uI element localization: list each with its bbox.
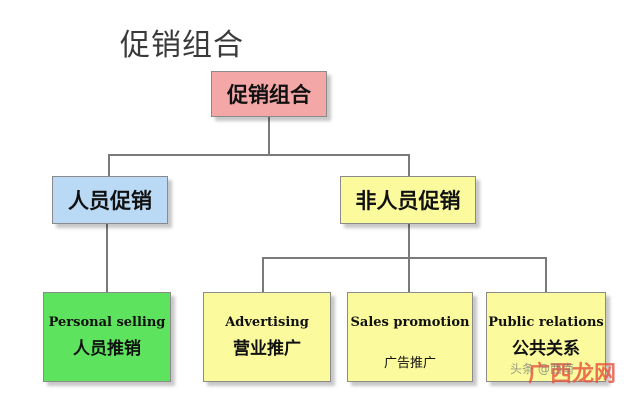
connector-right-down xyxy=(408,224,410,258)
personal-selling-en: Personal selling xyxy=(48,315,166,330)
connector-pr-drop xyxy=(545,257,547,292)
page-title: 促销组合 xyxy=(120,28,244,63)
connector-root-down xyxy=(268,117,270,155)
connector-leaves-horizontal xyxy=(262,257,546,259)
watermark-text: 头条 @西南 xyxy=(510,362,574,376)
connector-left-drop xyxy=(108,154,110,176)
advertising-node: Advertising 营业推广 xyxy=(203,292,331,382)
non-personal-promotion-label: 非人员促销 xyxy=(355,189,461,213)
public-relations-zh: 公共关系 xyxy=(512,339,580,359)
personal-selling-zh: 人员推销 xyxy=(73,339,141,359)
public-relations-node: Public relations 公共关系 xyxy=(486,292,606,382)
personal-promotion-label: 人员促销 xyxy=(68,189,152,213)
non-personal-promotion-node: 非人员促销 xyxy=(340,176,476,224)
connector-right-drop xyxy=(408,154,410,176)
root-label: 促销组合 xyxy=(227,83,311,107)
connector-level2-horizontal xyxy=(108,154,409,156)
public-relations-en: Public relations xyxy=(488,315,604,330)
sales-promotion-node: Sales promotion 广告推广 xyxy=(347,292,473,382)
connector-sp-drop xyxy=(408,257,410,292)
root-node: 促销组合 xyxy=(211,71,327,117)
watermark-logo: 广西龙网 xyxy=(528,362,617,387)
sales-promotion-en: Sales promotion xyxy=(350,315,470,330)
advertising-zh: 营业推广 xyxy=(233,339,301,359)
connector-adv-drop xyxy=(262,257,264,292)
personal-selling-node: Personal selling 人员推销 xyxy=(43,292,171,382)
sales-promotion-zh: 广告推广 xyxy=(383,356,436,371)
personal-promotion-node: 人员促销 xyxy=(52,176,168,224)
connector-left-down xyxy=(106,224,108,292)
advertising-en: Advertising xyxy=(225,315,309,330)
